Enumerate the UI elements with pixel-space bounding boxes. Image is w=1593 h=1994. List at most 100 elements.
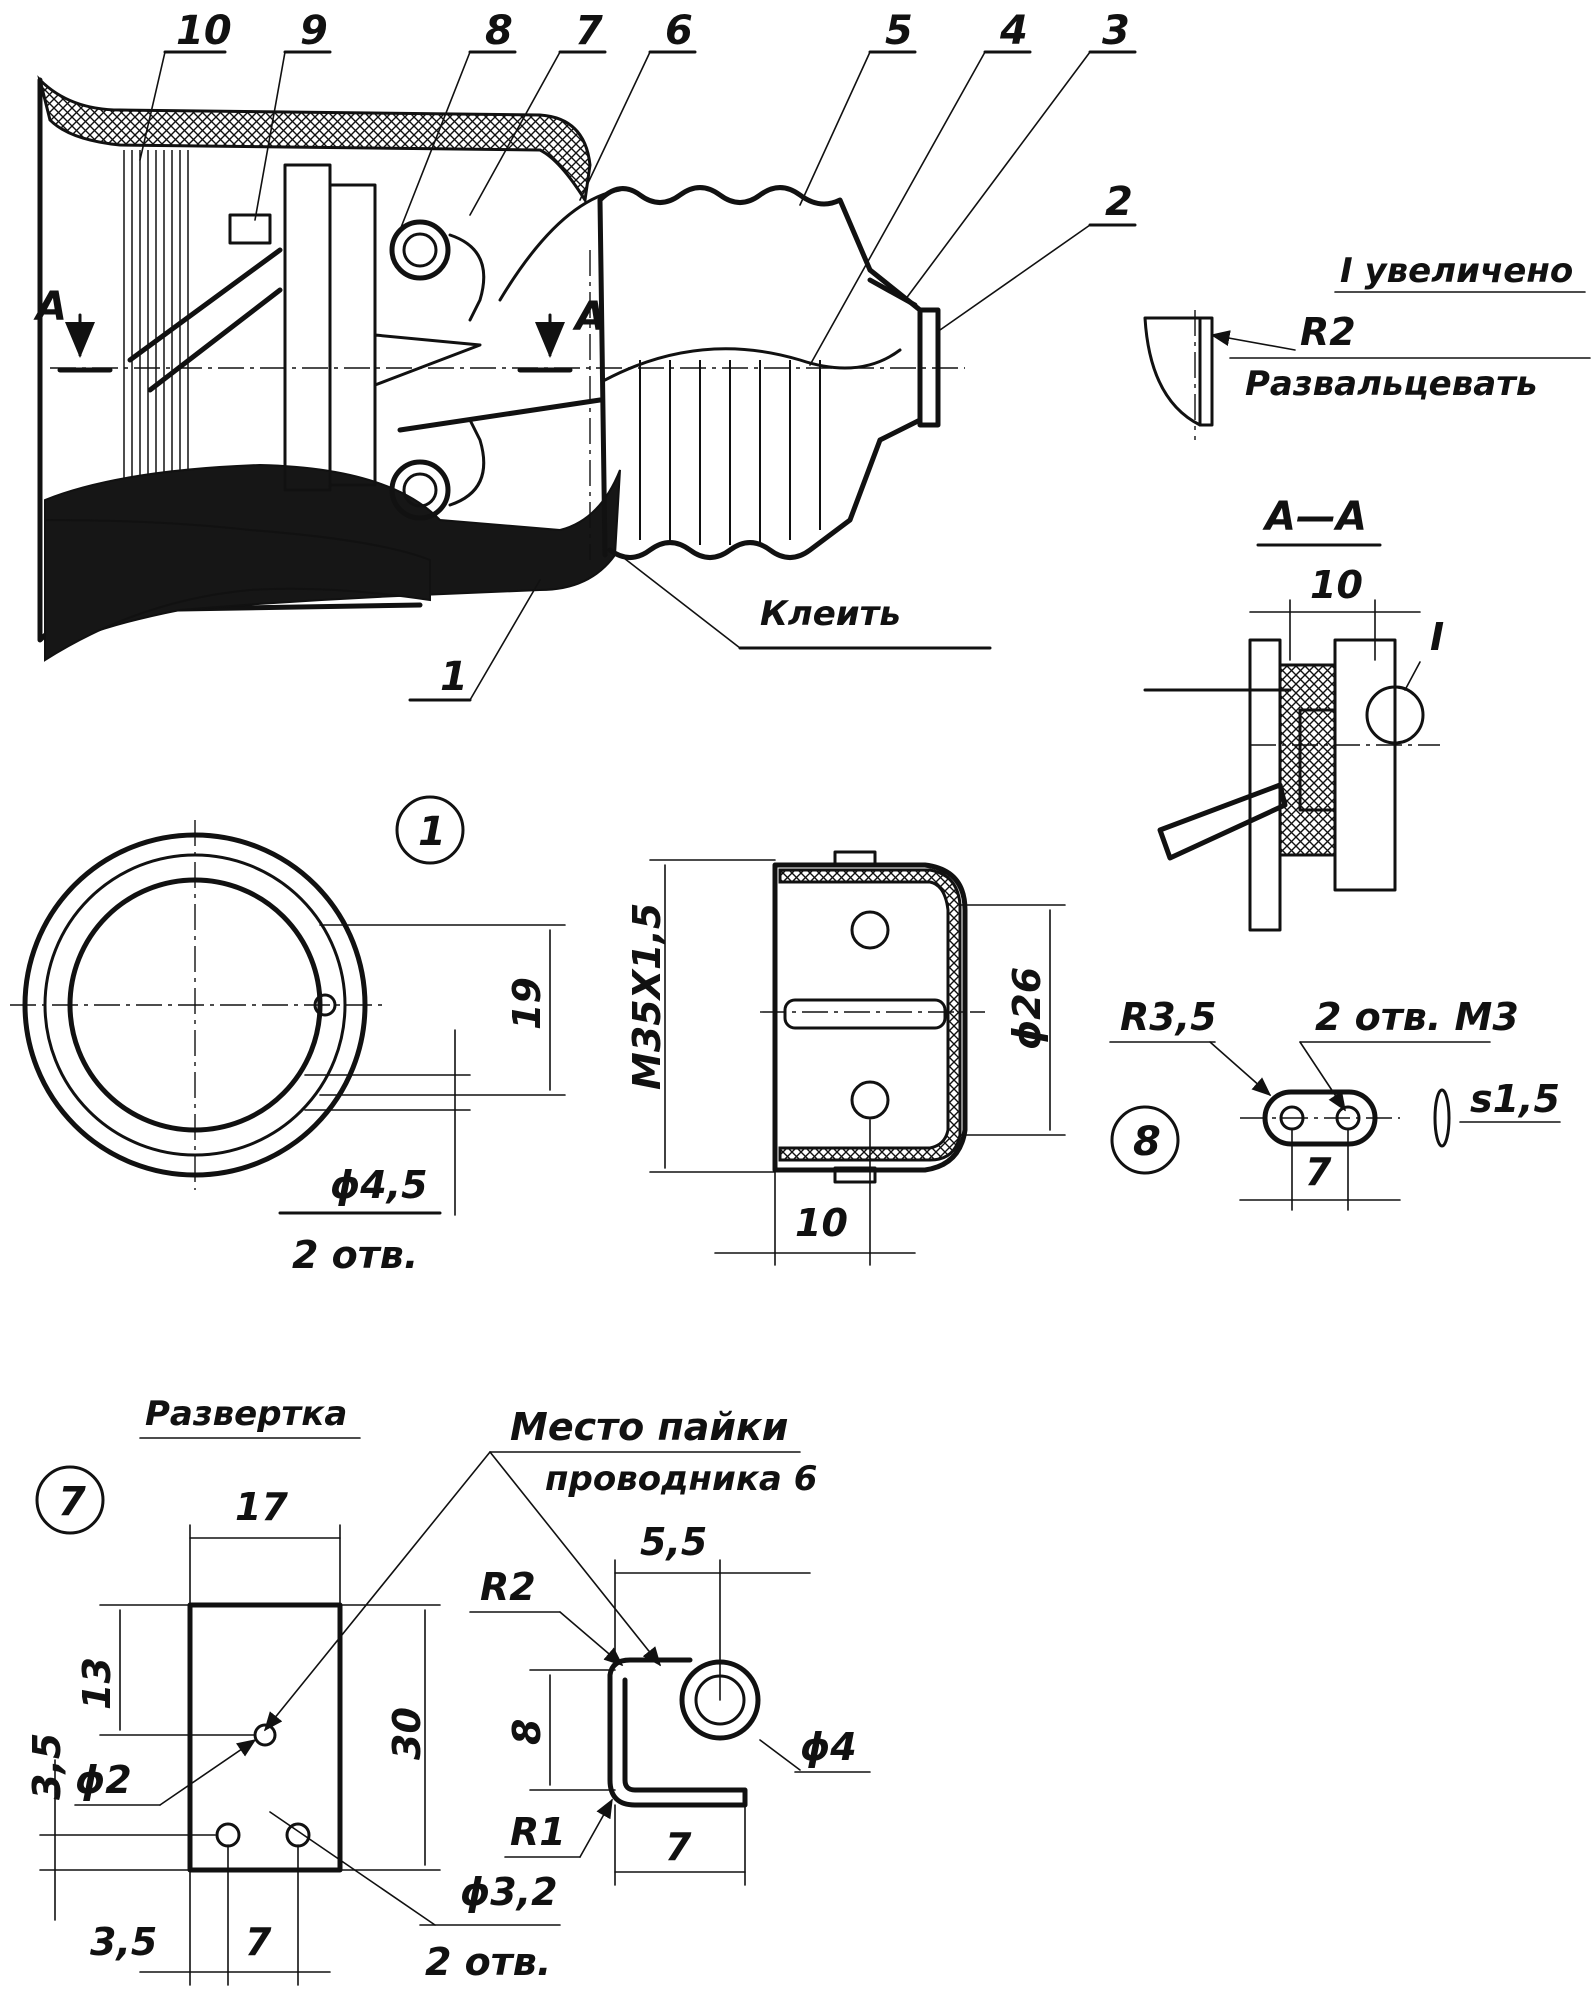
part1-badge-text: 1 (418, 809, 446, 855)
contact-block (283, 163, 332, 492)
section-AA-marker-circle (1365, 685, 1425, 745)
callout-9: 9 (300, 8, 328, 54)
main-assembly-view: А А 10 9 8 7 6 5 4 3 2 1 Клеит (33, 8, 1137, 702)
part7-blank-title: Развертка (145, 1394, 347, 1434)
callout-8-leader (399, 51, 471, 231)
clip-8-top-inner (402, 232, 438, 268)
part7-r2: R2 (480, 1565, 536, 1609)
part8-radius-leader (1209, 1041, 1272, 1097)
part1-side-slot (783, 998, 947, 1030)
part1-hole-count: 2 отв. (292, 1233, 418, 1277)
section-AA-body (1278, 663, 1337, 857)
part7-solder-title: Место пайки (510, 1405, 788, 1449)
part1-side-tab-top (833, 850, 877, 868)
section-AA-title: А—А (1262, 494, 1367, 540)
part7-dim13: 13 (75, 1657, 119, 1710)
section-AA-right (1333, 638, 1397, 892)
part7-solder-leader2 (489, 1451, 661, 1667)
part7-r2-leader (559, 1611, 624, 1667)
nose-3 (867, 277, 918, 308)
callout-1: 1 (440, 654, 468, 700)
detail-I-radius-leader (1210, 330, 1296, 351)
part8-edge (1433, 1088, 1451, 1148)
part7-blank-hole-br (285, 1822, 311, 1848)
part-1: 1 19 ϕ4,5 2 отв. М35Х1,5 (10, 795, 1066, 1277)
bellows-split (603, 347, 902, 382)
part7-dim35v: 3,5 (25, 1733, 69, 1800)
part7-dia2: ϕ2 (75, 1758, 132, 1802)
part7-dim8: 8 (505, 1719, 549, 1745)
detail-I-title: I увеличено (1340, 251, 1573, 291)
bellows-top (597, 185, 873, 273)
bellows-bottom (607, 437, 883, 560)
part7-dia4: ϕ4 (800, 1725, 857, 1769)
part7-bracket (607, 1657, 748, 1808)
part7-blank (187, 1602, 343, 1873)
section-AA-blade (1157, 782, 1288, 861)
part7-blank-hole-bl (215, 1822, 241, 1848)
part7-holes2: 2 отв. (425, 1940, 551, 1984)
part7-solder-sub: проводника 6 (545, 1459, 817, 1499)
pin-9-left-b (147, 287, 283, 393)
part1-dim10: 10 (795, 1201, 848, 1245)
part8-thickness: s1,5 (1470, 1077, 1560, 1121)
spring-7-bottom (448, 418, 486, 507)
callout-10-leader (139, 51, 166, 161)
part7-solder-leader1 (263, 1451, 491, 1732)
detail-I-radius: R2 (1300, 310, 1356, 354)
glue-note: Клеить (760, 594, 901, 634)
part7-dim35h: 3,5 (90, 1920, 157, 1964)
pin-9-left (127, 247, 283, 363)
contact-9 (228, 213, 272, 245)
bellows-hatch-lines (639, 360, 821, 545)
section-AA-marker: I (1430, 615, 1444, 659)
cable (44, 518, 431, 662)
part8-holes: 2 отв. М3 (1315, 995, 1519, 1039)
callout-7-leader (469, 51, 561, 216)
callout-4-leader (809, 51, 986, 366)
section-label-left: А (33, 284, 67, 330)
section-label-right: А (572, 294, 606, 340)
contact-block-2 (328, 183, 377, 487)
cone-contact (373, 333, 482, 387)
part8-dim7: 7 (1305, 1150, 1332, 1194)
part8-radius: R3,5 (1120, 995, 1217, 1039)
part7-blank-hole-top (253, 1723, 277, 1747)
section-AA-dim10: 10 (1310, 563, 1363, 607)
part7-r1-leader (579, 1798, 613, 1858)
conductor-6 (397, 397, 603, 433)
section-A-A: А—А 10 I (1143, 494, 1444, 932)
part1-side-tab-bot (833, 1166, 877, 1184)
callout-8: 8 (485, 8, 513, 54)
part1-side-hatch (778, 868, 962, 1162)
clip-8-top (389, 219, 451, 281)
part-8: 8 R3,5 2 отв. М3 s1,5 7 (1109, 995, 1561, 1211)
housing-top-wall (37, 75, 592, 205)
glue-note-leader (619, 554, 741, 649)
part7-dim55: 5,5 (640, 1520, 707, 1564)
callout-5-leader (799, 51, 871, 206)
part7-dim7b: 7 (665, 1825, 692, 1869)
callout-1-leader (469, 579, 541, 701)
part1-side-hole-bot (850, 1080, 890, 1120)
part1-side-body (772, 862, 968, 1173)
part7-badge-text: 7 (58, 1479, 86, 1525)
clip-8-bottom (389, 459, 451, 521)
spring-7-top (448, 233, 486, 322)
part8-badge (1110, 1105, 1180, 1175)
part7-dim17: 17 (235, 1485, 288, 1529)
part-7: 7 Развертка Место пайки проводника 6 17 … (25, 1394, 871, 1986)
detail-I-note: Развальцевать (1245, 364, 1537, 404)
part1-hole-top (313, 993, 337, 1017)
callout-3: 3 (1102, 8, 1130, 54)
part8-badge-text: 8 (1133, 1119, 1161, 1165)
detail-I-flare (1198, 316, 1214, 427)
part7-badge (35, 1465, 105, 1535)
part1-thread: М35Х1,5 (625, 903, 669, 1090)
bellows-left (597, 197, 608, 558)
part1-dia26: ϕ26 (1005, 967, 1049, 1050)
detail-I: I увеличено R2 Развальцевать (1143, 251, 1591, 440)
part1-hole-dia: ϕ4,5 (330, 1163, 428, 1207)
housing-inner-lines (120, 150, 190, 490)
